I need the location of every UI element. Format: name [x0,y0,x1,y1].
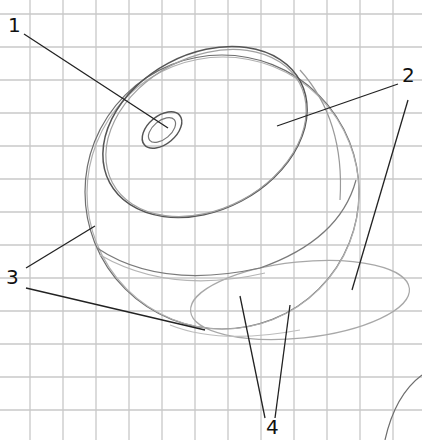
callout-number: 4 [266,416,279,438]
callout-number: 3 [6,266,19,288]
pencil-lines [73,12,422,440]
callout-number: 2 [402,64,415,86]
callout-number: 1 [8,14,21,36]
leader-lines [24,34,408,418]
